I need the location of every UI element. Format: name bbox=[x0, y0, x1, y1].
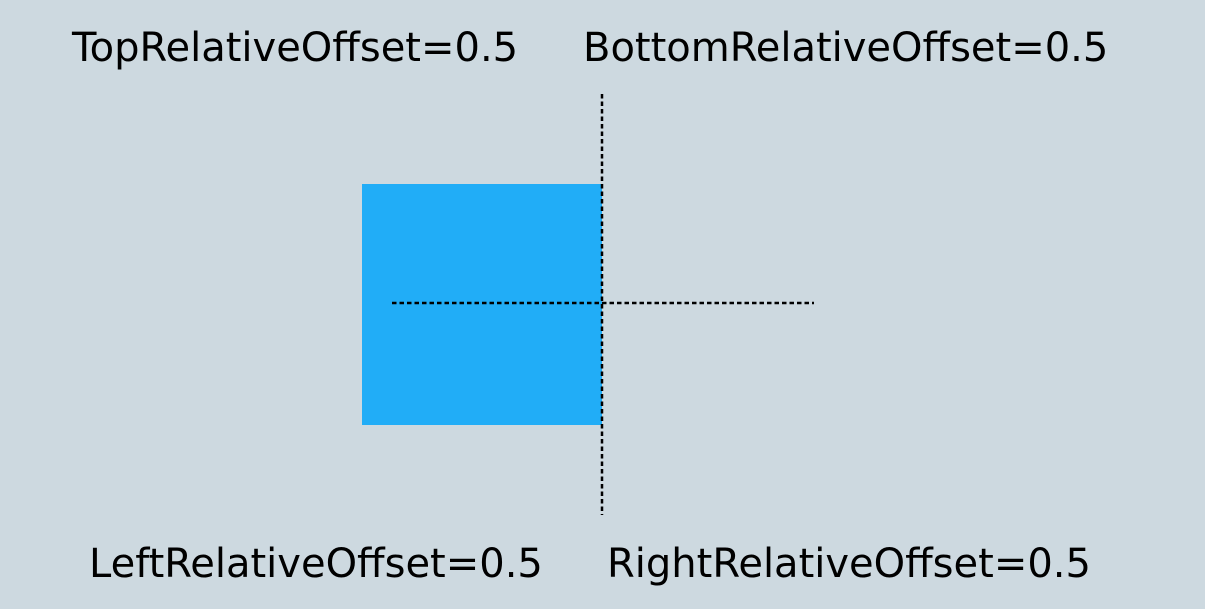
top-relative-offset-label: TopRelativeOffset=0.5 bbox=[72, 25, 519, 71]
right-relative-offset-label: RightRelativeOffset=0.5 bbox=[607, 541, 1091, 587]
left-relative-offset-label: LeftRelativeOffset=0.5 bbox=[89, 541, 543, 587]
bottom-relative-offset-label: BottomRelativeOffset=0.5 bbox=[583, 25, 1109, 71]
blue-box bbox=[362, 184, 602, 425]
